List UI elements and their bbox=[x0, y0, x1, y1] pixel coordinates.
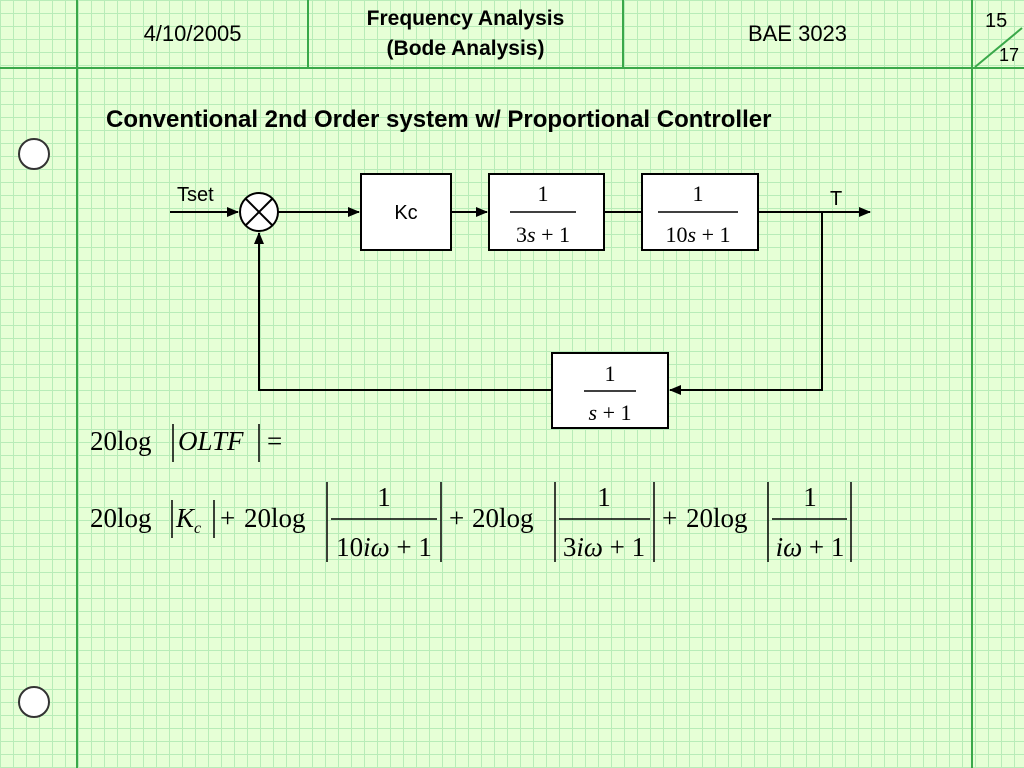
page-total: 17 bbox=[999, 45, 1020, 65]
block1-denominator: 3s + 1 bbox=[516, 222, 570, 247]
term2-numerator: 1 bbox=[597, 482, 611, 512]
eq2-plus-2: + bbox=[449, 503, 464, 533]
term3-denominator: iω + 1 bbox=[776, 532, 845, 562]
eq2-plus-3: + bbox=[662, 503, 677, 533]
course-text: BAE 3023 bbox=[747, 21, 848, 46]
feedback-path-right bbox=[669, 212, 823, 395]
slide-title: Conventional 2nd Order system w/ Proport… bbox=[106, 106, 772, 133]
eq2-term1-prefix: 20log bbox=[244, 503, 306, 533]
title-line-2: (Bode Analysis) bbox=[386, 37, 545, 60]
page-current: 15 bbox=[985, 10, 1008, 32]
header-divider bbox=[0, 67, 1024, 69]
header-divider-1 bbox=[307, 0, 309, 68]
term1-denominator: 10iω + 1 bbox=[336, 532, 432, 562]
eq2-gain-prefix: 20log bbox=[90, 503, 152, 533]
eq2-gain-symbol: Kc bbox=[175, 503, 201, 537]
eq2-term3-prefix: 20log bbox=[686, 503, 748, 533]
term2-denominator: 3iω + 1 bbox=[563, 532, 645, 562]
header-course: BAE 3023 bbox=[624, 0, 971, 68]
output-label: T bbox=[830, 188, 842, 210]
feedback-numerator: 1 bbox=[605, 361, 616, 386]
left-margin-line bbox=[76, 0, 78, 768]
controller-label: Kc bbox=[394, 202, 417, 224]
eq2-plus-1: + bbox=[220, 503, 235, 533]
header-title: Frequency Analysis (Bode Analysis) bbox=[309, 0, 622, 68]
feedback-path-left bbox=[254, 232, 552, 391]
block1-numerator: 1 bbox=[538, 181, 549, 206]
eq2-term2-prefix: 20log bbox=[472, 503, 534, 533]
controller-block bbox=[360, 173, 452, 251]
block2-numerator: 1 bbox=[693, 181, 704, 206]
feedback-denominator: s + 1 bbox=[589, 400, 632, 425]
block2-denominator: 10s + 1 bbox=[666, 222, 731, 247]
title-line-1: Frequency Analysis bbox=[366, 7, 565, 30]
page-number-slash bbox=[974, 27, 1023, 68]
binder-hole-bottom bbox=[18, 686, 50, 718]
term1-numerator: 1 bbox=[377, 482, 391, 512]
binder-hole-top bbox=[18, 138, 50, 170]
input-label: Tset bbox=[177, 184, 214, 206]
eq1-argument: OLTF bbox=[178, 426, 244, 456]
header-date: 4/10/2005 bbox=[78, 0, 307, 68]
eq1-prefix: 20log bbox=[90, 426, 152, 456]
eq1-equals: = bbox=[267, 426, 282, 456]
header-divider-2 bbox=[622, 0, 624, 68]
date-text: 4/10/2005 bbox=[143, 21, 242, 46]
right-margin-line bbox=[971, 0, 973, 768]
term3-numerator: 1 bbox=[803, 482, 817, 512]
